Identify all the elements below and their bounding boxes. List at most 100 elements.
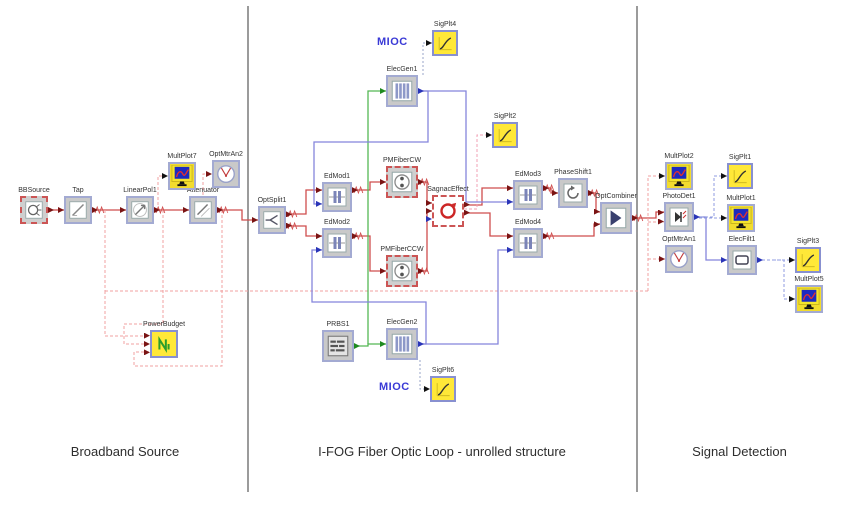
powerbudget[interactable]: PowerBudget — [143, 321, 185, 358]
optcombiner-box[interactable] — [600, 202, 632, 234]
linearpol1-box[interactable] — [126, 196, 154, 224]
bbsource[interactable]: BBSource — [18, 187, 54, 224]
optcombiner-port[interactable] — [632, 215, 638, 221]
pmfibercw-port[interactable] — [418, 179, 424, 185]
elecfilt1-box[interactable] — [727, 245, 757, 275]
bbsource-port[interactable] — [48, 207, 54, 213]
edmod1-port[interactable] — [316, 200, 322, 207]
edmod4-port[interactable] — [507, 233, 513, 240]
pmfiberccw-box[interactable] — [386, 255, 418, 287]
phaseshift1-box[interactable] — [558, 178, 588, 208]
multplot2[interactable]: MultPlot2 — [659, 153, 694, 190]
edmod2-box[interactable] — [322, 228, 352, 258]
pmfibercw-box[interactable] — [386, 166, 418, 198]
edmod2-port[interactable] — [316, 246, 322, 253]
edmod2-port[interactable] — [352, 233, 358, 240]
sigplt3-port[interactable] — [789, 257, 795, 263]
sigplt4-port[interactable] — [426, 40, 432, 46]
multplot1-port[interactable] — [721, 215, 727, 221]
optmtran1-port[interactable] — [659, 256, 665, 262]
elecgen2-port[interactable] — [418, 341, 424, 347]
pmfiberccw[interactable]: PMFiberCCW — [380, 246, 424, 287]
prbs1-box[interactable] — [322, 330, 354, 362]
photodet1-box[interactable] — [664, 202, 694, 232]
edmod1-port[interactable] — [352, 187, 358, 194]
elecfilt1-port[interactable] — [721, 257, 727, 263]
sigplt1-port[interactable] — [721, 173, 727, 179]
pmfiberccw-port[interactable] — [418, 268, 424, 274]
optmtran1-box[interactable] — [665, 245, 693, 273]
tap[interactable]: Tap — [58, 187, 98, 224]
optmtran1[interactable]: OptMtrAn1 — [659, 236, 696, 273]
sagnaceffect[interactable]: SagnacEffect — [426, 186, 470, 227]
optmtran2-box[interactable] — [212, 160, 240, 188]
multplot5-port[interactable] — [789, 296, 795, 302]
elecgen2[interactable]: ElecGen2 — [380, 319, 424, 360]
multplot5[interactable]: MultPlot5 — [789, 276, 824, 313]
edmod4-box[interactable] — [513, 228, 543, 258]
pmfiberccw-port[interactable] — [380, 268, 386, 274]
pmfibercw[interactable]: PMFiberCW — [380, 157, 424, 198]
sigplt2[interactable]: SigPlt2 — [486, 113, 518, 148]
elecfilt1-port[interactable] — [757, 257, 763, 263]
sagnaceffect-port[interactable] — [426, 200, 432, 206]
powerbudget-port[interactable] — [144, 341, 150, 347]
sagnaceffect-port[interactable] — [426, 208, 432, 214]
edmod4[interactable]: EdMod4 — [507, 219, 549, 258]
multplot5-box[interactable] — [795, 285, 823, 313]
elecgen1[interactable]: ElecGen1 — [380, 66, 424, 107]
optcombiner[interactable]: OptCombiner — [594, 193, 638, 234]
multplot2-port[interactable] — [659, 173, 665, 179]
photodet1-port[interactable] — [694, 214, 700, 220]
edmod2-port[interactable] — [316, 233, 322, 240]
sigplt6-port[interactable] — [424, 386, 430, 392]
optcombiner-port[interactable] — [594, 221, 600, 228]
tap-port[interactable] — [58, 207, 64, 213]
edmod1-port[interactable] — [316, 187, 322, 194]
sagnaceffect-port[interactable] — [426, 216, 432, 222]
multplot1-box[interactable] — [727, 204, 755, 232]
phaseshift1[interactable]: PhaseShift1 — [552, 169, 594, 208]
sigplt1[interactable]: SigPlt1 — [721, 154, 753, 189]
optsplit1-port[interactable] — [286, 222, 292, 229]
multplot2-box[interactable] — [665, 162, 693, 190]
linearpol1[interactable]: LinearPol1 — [120, 187, 160, 224]
photodet1-port[interactable] — [658, 218, 664, 225]
optsplit1-box[interactable] — [258, 206, 286, 234]
phaseshift1-port[interactable] — [552, 190, 558, 196]
elecgen2-port[interactable] — [380, 341, 386, 347]
prbs1-port[interactable] — [354, 343, 360, 349]
tap-port[interactable] — [92, 207, 98, 213]
edmod1-box[interactable] — [322, 182, 352, 212]
edmod4-port[interactable] — [543, 233, 549, 240]
sigplt3-box[interactable] — [795, 247, 821, 273]
attenuator-port[interactable] — [217, 207, 223, 213]
optsplit1-port[interactable] — [252, 217, 258, 223]
edmod3[interactable]: EdMod3 — [507, 171, 549, 210]
optsplit1[interactable]: OptSplit1 — [252, 197, 292, 234]
sigplt3[interactable]: SigPlt3 — [789, 238, 821, 273]
sigplt6-box[interactable] — [430, 376, 456, 402]
powerbudget-port[interactable] — [144, 349, 150, 356]
optcombiner-port[interactable] — [594, 208, 600, 215]
multplot1[interactable]: MultPlot1 — [721, 195, 756, 232]
edmod4-port[interactable] — [507, 246, 513, 253]
elecgen1-port[interactable] — [418, 88, 424, 94]
pmfibercw-port[interactable] — [380, 179, 386, 185]
elecgen1-port[interactable] — [380, 88, 386, 94]
attenuator-port[interactable] — [183, 207, 189, 213]
elecgen1-box[interactable] — [386, 75, 418, 107]
linearpol1-port[interactable] — [120, 207, 126, 213]
sigplt1-box[interactable] — [727, 163, 753, 189]
optmtran2-port[interactable] — [206, 171, 212, 177]
attenuator-box[interactable] — [189, 196, 217, 224]
sagnaceffect-port[interactable] — [464, 209, 470, 216]
tap-box[interactable] — [64, 196, 92, 224]
powerbudget-port[interactable] — [144, 332, 150, 339]
bbsource-box[interactable] — [20, 196, 48, 224]
sigplt4-box[interactable] — [432, 30, 458, 56]
edmod3-port[interactable] — [507, 198, 513, 205]
edmod2[interactable]: EdMod2 — [316, 219, 358, 258]
sagnaceffect-box[interactable] — [432, 195, 464, 227]
sigplt6[interactable]: SigPlt6 — [424, 367, 456, 402]
